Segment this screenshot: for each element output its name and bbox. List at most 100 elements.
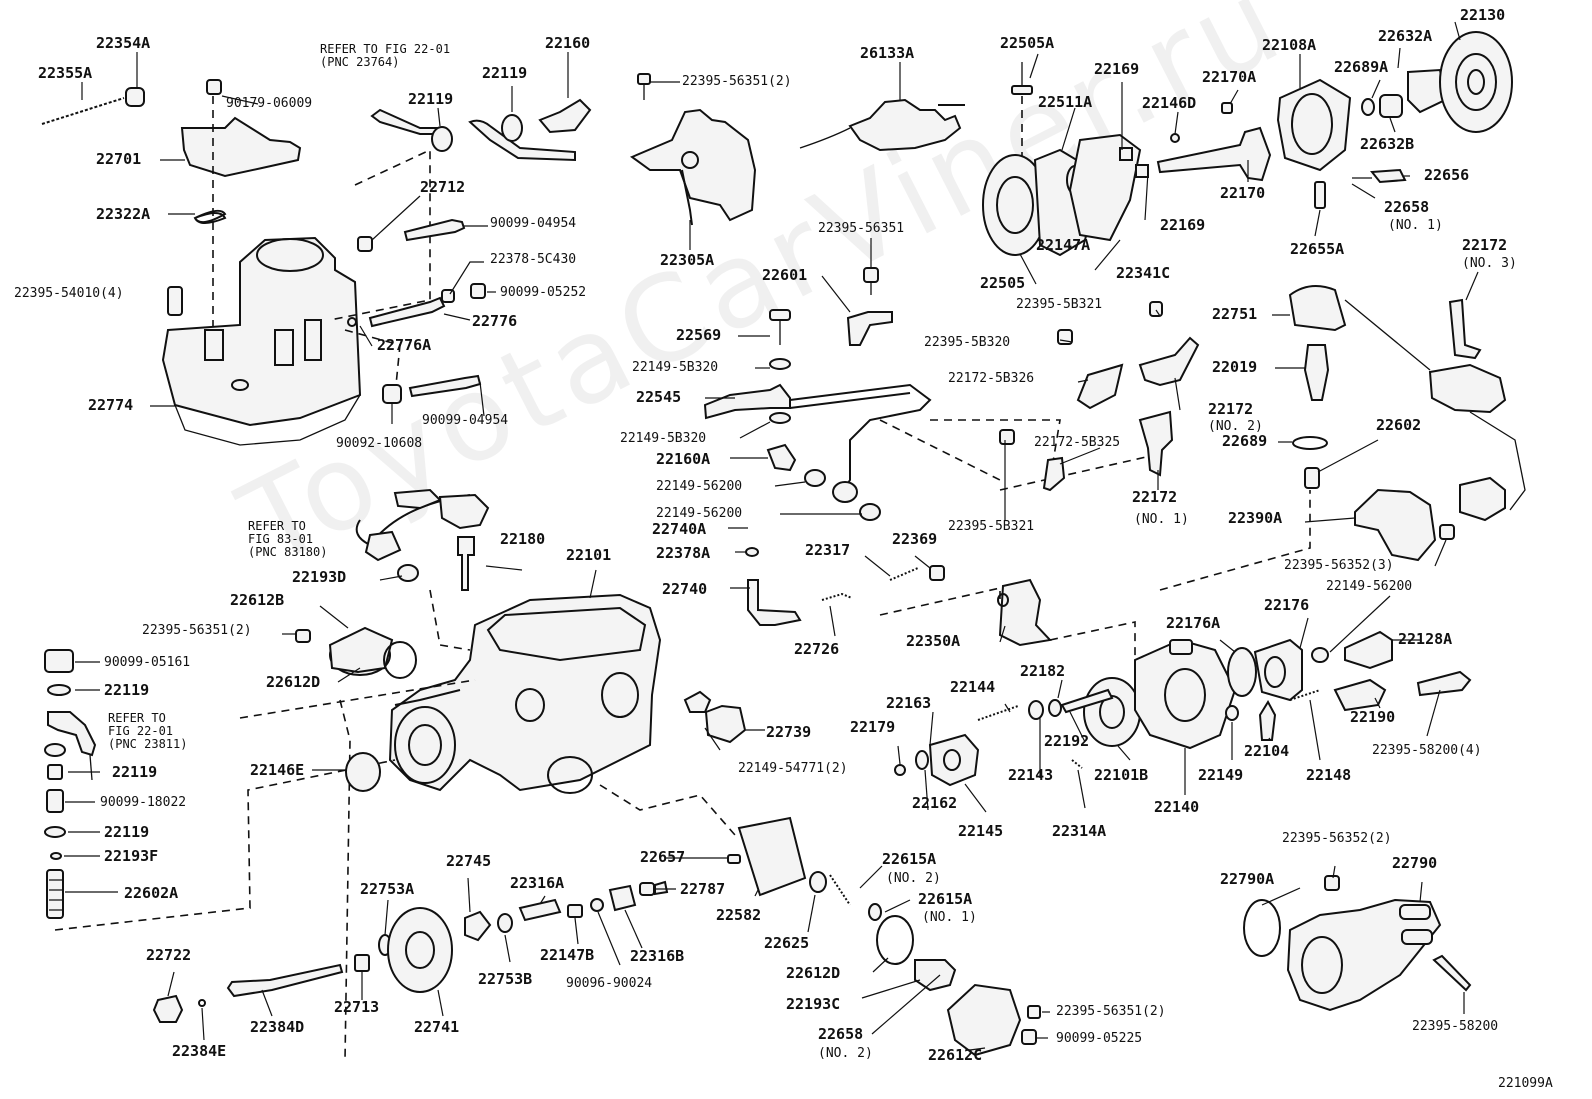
part-label-22726: 22726 bbox=[794, 640, 840, 658]
refer-note-fig22-01-b: REFER TO FIG 22-01 (PNC 23811) bbox=[108, 711, 188, 751]
part-label-22179: 22179 bbox=[850, 718, 896, 736]
part-label-22119-d: 22119 bbox=[112, 763, 158, 781]
part-label-no1-c: (NO. 1) bbox=[922, 910, 977, 925]
part-label-22176: 22176 bbox=[1264, 596, 1310, 614]
part-label-22160a: 22160A bbox=[656, 450, 711, 468]
part-label-22193d: 22193D bbox=[292, 568, 347, 586]
part-label-22395-5b321-a: 22395-5B321 bbox=[1016, 297, 1103, 312]
part-label-22390a: 22390A bbox=[1228, 509, 1283, 527]
part-label-22147a: 22147A bbox=[1036, 236, 1091, 254]
part-label-22658-no1: 22658 bbox=[1384, 198, 1430, 216]
refer-note-fig83-01: REFER TO FIG 83-01 (PNC 83180) bbox=[248, 519, 328, 559]
part-label-22350a: 22350A bbox=[906, 632, 961, 650]
part-label-22602: 22602 bbox=[1376, 416, 1422, 434]
part-label-22395-56351-2-a: 22395-56351(2) bbox=[682, 74, 792, 89]
wire-sensor-group bbox=[355, 488, 490, 591]
part-label-22505a: 22505A bbox=[1000, 34, 1055, 52]
part-label-22146d: 22146D bbox=[1142, 94, 1197, 112]
part-label-22145: 22145 bbox=[958, 822, 1004, 840]
part-label-22355a: 22355A bbox=[38, 64, 93, 82]
part-label-22354a: 22354A bbox=[96, 34, 151, 52]
part-label-22169-b: 22169 bbox=[1160, 216, 1206, 234]
part-label-22787: 22787 bbox=[680, 880, 726, 898]
part-label-22160: 22160 bbox=[545, 34, 591, 52]
part-label-22395-56351-2-c: 22395-56351(2) bbox=[1056, 1004, 1166, 1019]
part-label-22582: 22582 bbox=[716, 906, 762, 924]
part-label-22740: 22740 bbox=[662, 580, 708, 598]
part-label-90099-18022: 90099-18022 bbox=[100, 795, 187, 810]
pump-head-group bbox=[894, 578, 1472, 787]
part-label-22149-56200-b: 22149-56200 bbox=[656, 506, 743, 521]
part-label-22395-5b320: 22395-5B320 bbox=[924, 335, 1011, 350]
part-label-90099-04954-b: 90099-04954 bbox=[422, 413, 509, 428]
part-label-22316b: 22316B bbox=[630, 947, 685, 965]
part-label-22740a: 22740A bbox=[652, 520, 707, 538]
part-label-90179-06009: 90179-06009 bbox=[226, 96, 313, 111]
part-label-22713: 22713 bbox=[334, 998, 380, 1016]
part-label-22790: 22790 bbox=[1392, 854, 1438, 872]
part-label-22149-56200-c: 22149-56200 bbox=[1326, 579, 1413, 594]
governor-cover-group bbox=[41, 79, 431, 446]
part-label-22701: 22701 bbox=[96, 150, 142, 168]
part-label-22193f: 22193F bbox=[104, 847, 159, 865]
part-label-90099-05252: 90099-05252 bbox=[500, 285, 587, 300]
part-label-22146e: 22146E bbox=[250, 761, 305, 779]
part-label-22395-58200: 22395-58200 bbox=[1412, 1019, 1499, 1034]
part-label-22395-58200-4: 22395-58200(4) bbox=[1372, 743, 1482, 758]
refer-note-fig22-01-a: REFER TO FIG 22-01 (PNC 23764) bbox=[320, 42, 451, 69]
part-label-22505: 22505 bbox=[980, 274, 1026, 292]
part-label-22753b: 22753B bbox=[478, 970, 533, 988]
part-label-22144: 22144 bbox=[950, 678, 996, 696]
part-label-22790a: 22790A bbox=[1220, 870, 1275, 888]
center-springs-group bbox=[654, 690, 1041, 1057]
part-label-90099-04954-a: 90099-04954 bbox=[490, 216, 577, 231]
part-label-22369: 22369 bbox=[892, 530, 938, 548]
part-label-22101: 22101 bbox=[566, 546, 612, 564]
part-label-22689: 22689 bbox=[1222, 432, 1268, 450]
part-label-22395-5b321-b: 22395-5B321 bbox=[948, 519, 1035, 534]
part-label-22625: 22625 bbox=[764, 934, 810, 952]
part-label-22395-56351: 22395-56351 bbox=[818, 221, 905, 236]
part-label-22180: 22180 bbox=[500, 530, 546, 548]
lever-solenoid-group bbox=[629, 73, 1156, 626]
part-label-22612d-a: 22612D bbox=[266, 673, 321, 691]
part-label-22722: 22722 bbox=[146, 946, 192, 964]
part-label-22657: 22657 bbox=[640, 848, 686, 866]
part-label-22170a: 22170A bbox=[1202, 68, 1257, 86]
part-label-22615a-no1: 22615A bbox=[918, 890, 973, 908]
part-label-22378-5c430: 22378-5C430 bbox=[490, 252, 577, 267]
left-column-parts bbox=[44, 626, 417, 919]
part-label-22384e: 22384E bbox=[172, 1042, 227, 1060]
part-label-22170: 22170 bbox=[1220, 184, 1266, 202]
part-label-22745: 22745 bbox=[446, 852, 492, 870]
part-label-22182: 22182 bbox=[1020, 662, 1066, 680]
part-label-22128a: 22128A bbox=[1398, 630, 1453, 648]
part-label-90099-05225: 90099-05225 bbox=[1056, 1031, 1143, 1046]
part-label-22612b: 22612B bbox=[230, 591, 285, 609]
leader-lines bbox=[64, 21, 1479, 1051]
top-left-fittings bbox=[347, 98, 592, 404]
part-label-22149-5b320-a: 22149-5B320 bbox=[632, 360, 719, 375]
part-label-no2-c: (NO. 2) bbox=[818, 1046, 873, 1061]
part-label-22655a: 22655A bbox=[1290, 240, 1345, 258]
part-label-22612c: 22612C bbox=[928, 1046, 983, 1064]
part-label-22172-5b325: 22172-5B325 bbox=[1034, 435, 1121, 450]
part-label-22658-no2: 22658 bbox=[818, 1025, 864, 1043]
part-label-22689a: 22689A bbox=[1334, 58, 1389, 76]
part-label-22148: 22148 bbox=[1306, 766, 1352, 784]
part-label-22632b: 22632B bbox=[1360, 135, 1415, 153]
part-label-22601: 22601 bbox=[762, 266, 808, 284]
part-label-22395-56352-2: 22395-56352(2) bbox=[1282, 831, 1392, 846]
part-label-22192: 22192 bbox=[1044, 732, 1090, 750]
part-label-22314a: 22314A bbox=[1052, 822, 1107, 840]
part-label-22169-a: 22169 bbox=[1094, 60, 1140, 78]
part-label-22741: 22741 bbox=[414, 1018, 460, 1036]
part-label-no1-b: (NO. 1) bbox=[1134, 512, 1189, 527]
sensor-group bbox=[999, 285, 1526, 562]
part-label-22395-56351-2-b: 22395-56351(2) bbox=[142, 623, 252, 638]
part-label-22019: 22019 bbox=[1212, 358, 1258, 376]
part-label-22395-54010: 22395-54010(4) bbox=[14, 286, 124, 301]
part-label-22193c: 22193C bbox=[786, 995, 841, 1013]
part-label-22176a: 22176A bbox=[1166, 614, 1221, 632]
